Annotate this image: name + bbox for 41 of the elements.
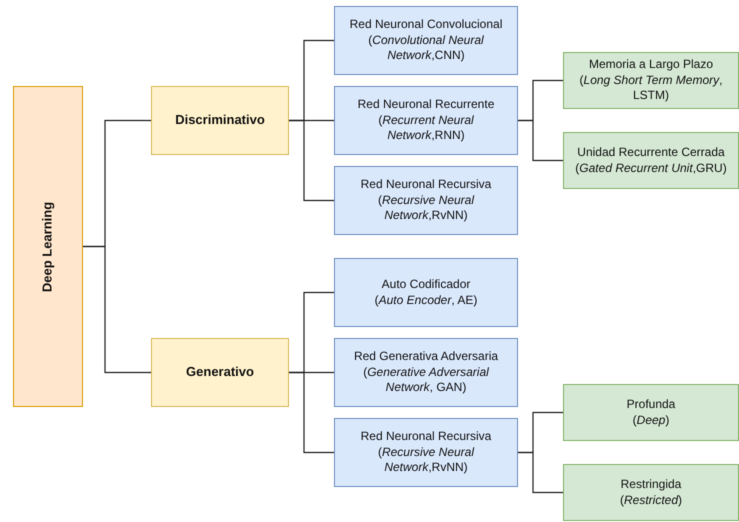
- root-box: [13, 86, 83, 407]
- node-subtitle: (Restricted): [618, 492, 684, 508]
- node-subtitle: (Long Short Term Memory, LSTM): [578, 72, 724, 104]
- category-box: [334, 86, 518, 155]
- node-title: Red Neuronal Convolucional: [348, 17, 504, 33]
- node-title: Generativo: [185, 364, 255, 381]
- category-box: [334, 6, 518, 75]
- category-box: [151, 86, 289, 155]
- connector-line: [289, 120, 334, 202]
- node-subtitle: (Convolutional Neural Network,CNN): [367, 32, 485, 64]
- category-box: [334, 418, 518, 487]
- node-title: Red Neuronal Recurrente: [356, 97, 496, 113]
- category-box: [563, 384, 739, 441]
- node-subtitle: (Recurrent Neural Network,RNN): [377, 112, 475, 144]
- connector-line: [518, 120, 563, 162]
- category-box: [334, 338, 518, 407]
- connector-line: [518, 452, 563, 494]
- connector-line: [83, 246, 151, 374]
- node-title: Red Generativa Adversaria: [352, 349, 500, 365]
- node-subtitle: (Generative Adversarial Network, GAN): [362, 364, 490, 396]
- node-subtitle: (Auto Encoder, AE): [374, 292, 478, 308]
- category-box: [334, 166, 518, 235]
- node-title: Restringida: [620, 476, 682, 492]
- node-title: Profunda: [626, 396, 676, 412]
- node-title: Unidad Recurrente Cerrada: [576, 144, 726, 160]
- node-subtitle: (Recursive Neural Network,RvNN): [376, 192, 476, 224]
- node-subtitle: (Recursive Neural Network,RvNN): [376, 444, 476, 476]
- category-box: [334, 258, 518, 327]
- category-box: [151, 338, 289, 407]
- node-title: Red Neuronal Recursiva: [360, 177, 492, 193]
- node-title: Discriminativo: [174, 112, 266, 129]
- connector-line: [289, 372, 334, 454]
- node-subtitle: (Gated Recurrent Unit,GRU): [574, 160, 728, 176]
- category-box: [563, 464, 739, 521]
- node-title: Auto Codificador: [380, 276, 472, 292]
- category-box: [563, 132, 739, 189]
- node-subtitle: (Deep): [632, 412, 670, 428]
- node-title: Deep Learning: [40, 201, 56, 292]
- category-box: [563, 52, 739, 109]
- node-title: Memoria a Largo Plazo: [588, 57, 714, 73]
- node-title: Red Neuronal Recursiva: [360, 429, 492, 445]
